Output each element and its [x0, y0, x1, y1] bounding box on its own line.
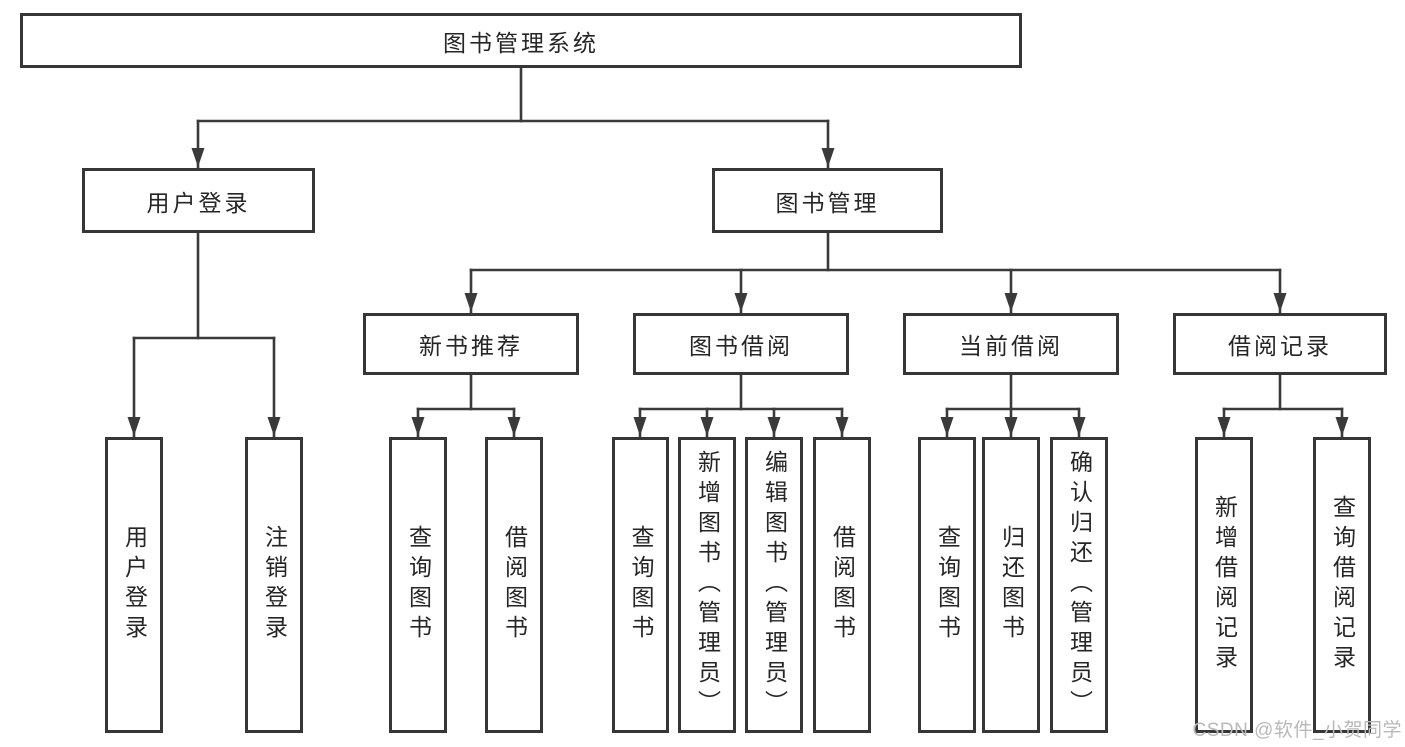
leaf-logout: 注销登录: [245, 437, 303, 733]
node-borrowing-records-label: 借阅记录: [1228, 333, 1332, 359]
leaf-recommend-borrow-books-label: 借阅图书: [501, 525, 528, 645]
leaf-borrow-borrow-books: 借阅图书: [813, 437, 871, 733]
node-book-management-label: 图书管理: [775, 189, 880, 216]
leaf-borrow-borrow-books-label: 借阅图书: [829, 525, 856, 645]
node-new-book-recommend-label: 新书推荐: [419, 333, 523, 359]
node-book-borrowing-label: 图书借阅: [689, 333, 793, 359]
leaf-records-add-record-label: 新增借阅记录: [1211, 495, 1238, 675]
node-book-borrowing: 图书借阅: [633, 313, 849, 375]
leaf-current-query-books-label: 查询图书: [934, 525, 961, 645]
leaf-borrow-add-books-admin-label: 新增图书（管理员）: [694, 450, 721, 720]
node-current-borrowing: 当前借阅: [903, 313, 1119, 375]
node-root-label: 图书管理系统: [443, 29, 599, 56]
watermark: CSDN @软件_小贺同学: [1192, 720, 1402, 741]
node-root: 图书管理系统: [20, 13, 1022, 68]
node-user-login: 用户登录: [82, 168, 315, 233]
leaf-records-add-record: 新增借阅记录: [1195, 437, 1253, 733]
leaf-user-login: 用户登录: [105, 437, 163, 733]
leaf-borrow-add-books-admin: 新增图书（管理员）: [678, 437, 736, 733]
node-borrowing-records: 借阅记录: [1173, 313, 1387, 375]
leaf-current-return-books: 归还图书: [982, 437, 1040, 733]
leaf-recommend-borrow-books: 借阅图书: [485, 437, 543, 733]
leaf-current-return-books-label: 归还图书: [998, 525, 1025, 645]
leaf-records-query-record: 查询借阅记录: [1313, 437, 1371, 733]
leaf-recommend-query-books-label: 查询图书: [405, 525, 432, 645]
node-book-management: 图书管理: [712, 168, 943, 233]
node-new-book-recommend: 新书推荐: [363, 313, 579, 375]
leaf-records-query-record-label: 查询借阅记录: [1329, 495, 1356, 675]
leaf-borrow-query-books-label: 查询图书: [628, 525, 654, 645]
leaf-borrow-query-books: 查询图书: [612, 437, 669, 733]
node-user-login-label: 用户登录: [146, 189, 251, 216]
leaf-current-query-books: 查询图书: [918, 437, 976, 733]
leaf-current-confirm-return-admin: 确认归还（管理员）: [1050, 437, 1108, 733]
leaf-current-confirm-return-admin-label: 确认归还（管理员）: [1066, 450, 1093, 720]
leaf-borrow-edit-books-admin-label: 编辑图书（管理员）: [761, 450, 788, 720]
leaf-user-login-label: 用户登录: [121, 525, 148, 645]
leaf-borrow-edit-books-admin: 编辑图书（管理员）: [745, 437, 803, 733]
leaf-recommend-query-books: 查询图书: [389, 437, 447, 733]
leaf-logout-label: 注销登录: [261, 525, 288, 645]
node-current-borrowing-label: 当前借阅: [959, 333, 1063, 359]
